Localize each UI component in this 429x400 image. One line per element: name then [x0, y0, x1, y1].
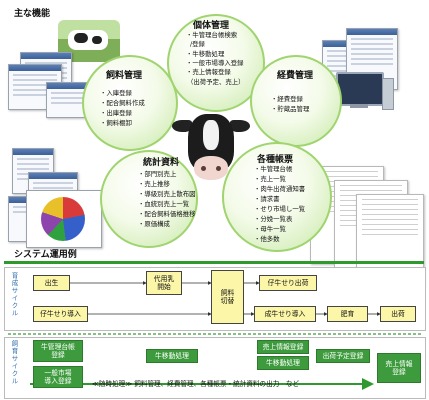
list-item: （出荷予定、売上） [187, 78, 245, 86]
list-item: ・牛移動処理 [186, 50, 225, 58]
list-item: ・導級別売上散布図 [138, 190, 196, 198]
list-item: ・原価構成 [138, 220, 170, 228]
circle-title-shiryo: 飼料管理 [106, 71, 143, 81]
list-item: ・売上一覧 [254, 175, 286, 183]
list-item: /登録 [190, 40, 205, 48]
circle-keihi [250, 55, 342, 147]
circle-title-keihi: 経費管理 [277, 71, 314, 81]
list-item: ・一般市場導入登録 [186, 59, 244, 67]
feed-box-move2: 牛移動処理 [257, 356, 309, 370]
pie-chart-thumb [26, 190, 102, 248]
feed-box-ledger: 牛管理台帳 登録 [33, 340, 83, 362]
circle-title-kakushu: 各種帳票 [257, 155, 294, 165]
list-item: ・経費登録 [271, 95, 303, 103]
feed-box-sales-info: 売上情報登録 [257, 340, 309, 354]
list-item: ・牛管理台帳 [254, 165, 293, 173]
flow-box-birth: 出生 [33, 275, 70, 291]
feeding-footer-text: ≪随時処理≫ 飼料管理、経費管理、各種帳票・統計資料の出力 など [92, 380, 300, 388]
cycle-label-feeding: 飼育サイクル [10, 340, 18, 385]
list-item: ・母牛一覧 [254, 225, 286, 233]
list-item: ・血統別売上一覧 [138, 200, 190, 208]
list-item: ・牛管理台帳検索 [186, 31, 238, 39]
circle-tokei [100, 150, 198, 248]
cow-face-icon [172, 112, 250, 188]
cycle-label-rearing: 育成サイクル [10, 272, 18, 317]
list-item: ・肉牛出荷通知書 [254, 185, 306, 193]
circle-title-kotai: 個体管理 [193, 21, 230, 31]
list-item: ・配合飼料作成 [100, 99, 145, 107]
list-item: ・せり市場し一覧 [254, 205, 306, 213]
flow-box-adult-in: 成牛せり導入 [254, 306, 316, 322]
feed-box-ship-plan: 出荷予定登録 [316, 349, 370, 363]
feed-box-sales-final: 売上情報 登録 [377, 353, 421, 383]
feed-box-move: 牛移動処理 [146, 349, 198, 363]
list-item: ・売上情報登録 [186, 68, 231, 76]
circle-kakushu [222, 142, 332, 252]
screenshot-thumb [8, 64, 62, 110]
flow-box-calf-out: 仔牛せり出荷 [259, 275, 317, 291]
list-item: ・出庫登録 [100, 109, 132, 117]
list-item: ・他多数 [254, 235, 280, 243]
system-title: システム運用例 [14, 250, 77, 260]
flow-box-switch: 飼料 切替 [211, 270, 244, 324]
flow-box-fattening: 肥育 [327, 306, 368, 322]
list-item: ・入庫登録 [100, 89, 132, 97]
circle-title-tokei: 統計資料 [143, 158, 180, 168]
list-item: ・部門別売上 [138, 170, 177, 178]
feed-box-market-in: 一般市場 導入登録 [33, 366, 83, 388]
list-item: ・請求書 [254, 195, 280, 203]
list-item: ・飼料棚卸 [100, 119, 132, 127]
list-item: ・配合飼料価格推移 [138, 210, 196, 218]
green-band [4, 261, 424, 264]
list-item: ・分娩一覧表 [254, 215, 293, 223]
list-item: ・売上推移 [138, 180, 170, 188]
circle-kotai [167, 14, 265, 112]
list-item: ・貯蔵品管理 [271, 105, 310, 113]
flow-box-feed-start: 代用乳 開始 [146, 271, 182, 295]
flow-box-calf-in: 仔牛せり導入 [33, 306, 88, 322]
section-heading: 主な機能 [14, 9, 51, 19]
circle-shiryo [82, 55, 178, 151]
flow-box-ship: 出荷 [380, 306, 416, 322]
